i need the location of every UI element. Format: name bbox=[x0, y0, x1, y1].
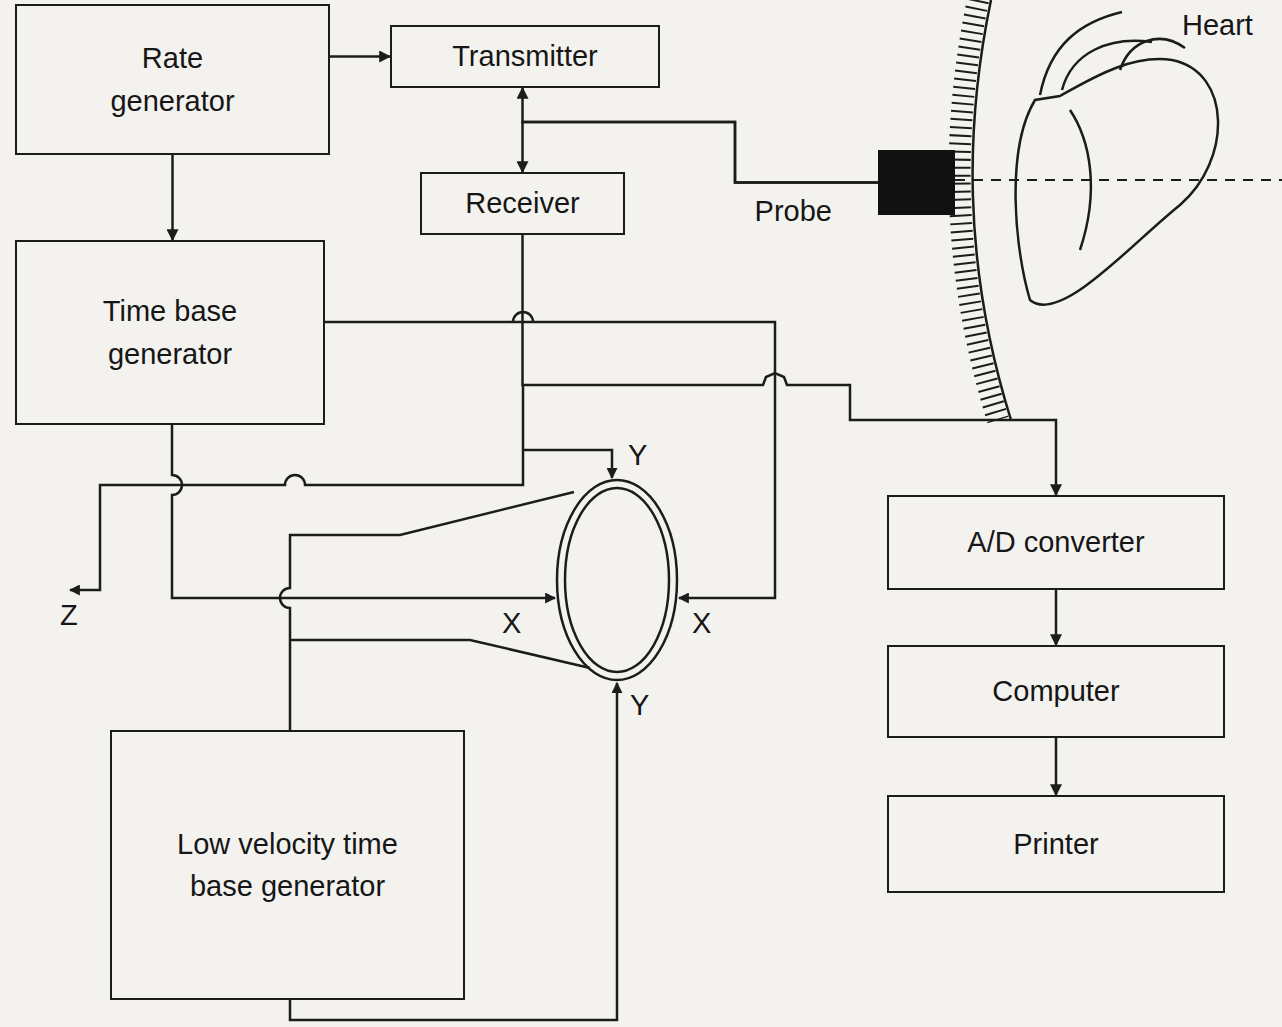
heart-vessel bbox=[1120, 39, 1185, 70]
y-input-wire bbox=[523, 450, 612, 478]
signal-connector bbox=[523, 235, 1057, 495]
process-box: Low velocity time base generator bbox=[110, 730, 465, 1000]
process-box: Receiver bbox=[420, 172, 625, 235]
signal-connector bbox=[1055, 590, 1058, 645]
process-box: Time base generator bbox=[15, 240, 325, 425]
process-box: A/D converter bbox=[887, 495, 1225, 590]
probe-label: Probe bbox=[755, 190, 832, 232]
crt-screen-outer bbox=[557, 480, 677, 680]
axis-label: X bbox=[690, 608, 713, 640]
signal-connector bbox=[523, 88, 879, 183]
low-velocity-wire bbox=[280, 492, 590, 730]
heart-outline bbox=[1016, 59, 1218, 305]
sweep-wire bbox=[325, 312, 775, 598]
axis-label: Z bbox=[58, 600, 80, 632]
axis-label: Y bbox=[626, 440, 649, 472]
organ-label: Heart bbox=[1180, 10, 1255, 42]
beam-axis bbox=[955, 179, 1282, 181]
box-label: Transmitter bbox=[452, 35, 598, 77]
box-label: Computer bbox=[992, 670, 1119, 712]
chest-wall bbox=[973, 0, 1011, 420]
signal-connector bbox=[330, 55, 390, 58]
box-label: Low velocity time base generator bbox=[168, 823, 408, 907]
signal-connector bbox=[1055, 738, 1058, 795]
box-label: Receiver bbox=[465, 182, 579, 224]
box-label: Rate generator bbox=[78, 37, 268, 121]
box-label: A/D converter bbox=[967, 521, 1144, 563]
crt-screen-inner bbox=[565, 488, 669, 672]
box-label: Time base generator bbox=[75, 290, 265, 374]
process-box: Computer bbox=[887, 645, 1225, 738]
signal-connector bbox=[171, 155, 174, 240]
box-label: Printer bbox=[1013, 823, 1098, 865]
process-box: Printer bbox=[887, 795, 1225, 893]
axis-label: X bbox=[500, 608, 523, 640]
heart-vessel bbox=[1062, 41, 1152, 90]
process-box: Rate generator bbox=[15, 4, 330, 155]
process-box: Transmitter bbox=[390, 25, 660, 88]
heart-vessel bbox=[1040, 12, 1122, 95]
chest-wall-hatch bbox=[960, 0, 998, 420]
probe-transducer: Probe bbox=[878, 150, 955, 215]
axis-label: Y bbox=[628, 690, 651, 722]
